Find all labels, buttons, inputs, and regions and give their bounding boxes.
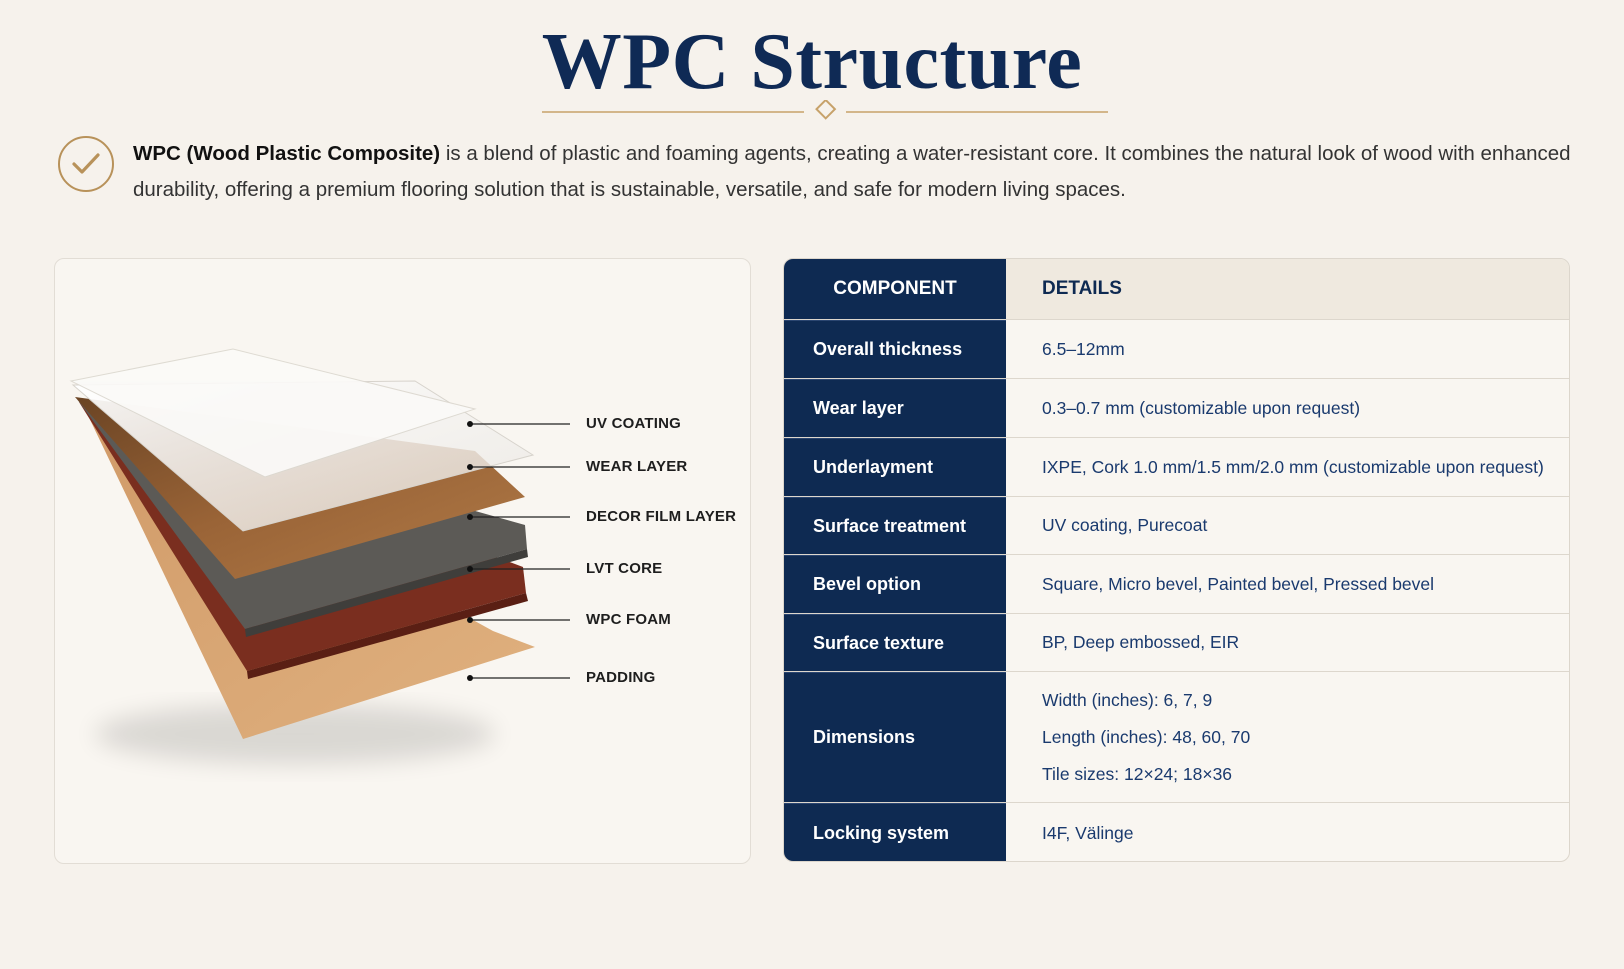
intro-paragraph: WPC (Wood Plastic Composite) is a blend … (133, 136, 1573, 208)
dimension-length: Length (inches): 48, 60, 70 (1042, 726, 1251, 747)
row-details: 6.5–12mm (1042, 338, 1125, 359)
intro-description: is a blend of plastic and foaming agents… (133, 142, 1571, 201)
label-decor-film-layer: DECOR FILM LAYER (586, 508, 737, 525)
row-details: 0.3–0.7 mm (customizable upon request) (1042, 397, 1361, 418)
row-details: UV coating, Purecoat (1042, 515, 1208, 535)
label-wear-layer: WEAR LAYER (586, 458, 688, 475)
layer-diagram: UV COATING WEAR LAYER DECOR FILM LAYER L… (54, 258, 751, 864)
table-row: Bevel option Square, Micro bevel, Painte… (784, 554, 1569, 613)
row-details: BP, Deep embossed, EIR (1042, 632, 1240, 652)
row-component: Bevel option (784, 555, 1006, 613)
spec-table: COMPONENT DETAILS Overall thickness 6.5–… (783, 258, 1570, 862)
row-component: Surface treatment (784, 497, 1006, 554)
title-divider (542, 100, 1108, 120)
table-row: Surface treatment UV coating, Purecoat (784, 496, 1569, 554)
table-row: Surface texture BP, Deep embossed, EIR (784, 613, 1569, 671)
dimension-width: Width (inches): 6, 7, 9 (1042, 689, 1213, 710)
table-header: COMPONENT DETAILS (784, 259, 1569, 319)
label-padding: PADDING (586, 669, 656, 686)
dimension-tile-sizes: Tile sizes: 12×24; 18×36 (1042, 763, 1233, 784)
row-component: Dimensions (784, 672, 1006, 802)
label-lvt-core: LVT CORE (586, 560, 663, 577)
row-details: Width (inches): 6, 7, 9 Length (inches):… (1006, 672, 1569, 802)
label-uv-coating: UV COATING (586, 415, 682, 432)
layer-stack-illustration (69, 348, 570, 764)
row-component: Wear layer (784, 379, 1006, 437)
uv-coating-layer (69, 348, 477, 478)
row-component: Overall thickness (784, 320, 1006, 378)
row-details: Square, Micro bevel, Painted bevel, Pres… (1042, 573, 1435, 594)
table-row: Dimensions Width (inches): 6, 7, 9 Lengt… (784, 671, 1569, 802)
label-wpc-foam: WPC FOAM (586, 611, 671, 628)
checkmark-icon (58, 136, 114, 192)
intro-term: WPC (Wood Plastic Composite) (133, 142, 441, 165)
table-row: Wear layer 0.3–0.7 mm (customizable upon… (784, 378, 1569, 437)
row-component: Surface texture (784, 614, 1006, 671)
row-component: Locking system (784, 803, 1006, 861)
row-component: Underlayment (784, 438, 1006, 496)
row-details: I4F, Välinge (1042, 822, 1134, 843)
table-row: Underlayment IXPE, Cork 1.0 mm/1.5 mm/2.… (784, 437, 1569, 496)
header-details: DETAILS (1042, 278, 1122, 299)
table-row: Locking system I4F, Välinge (784, 802, 1569, 861)
header-component: COMPONENT (784, 259, 1006, 319)
row-details: IXPE, Cork 1.0 mm/1.5 mm/2.0 mm (customi… (1042, 456, 1544, 477)
table-row: Overall thickness 6.5–12mm (784, 319, 1569, 378)
page-title: WPC Structure (541, 18, 1083, 106)
